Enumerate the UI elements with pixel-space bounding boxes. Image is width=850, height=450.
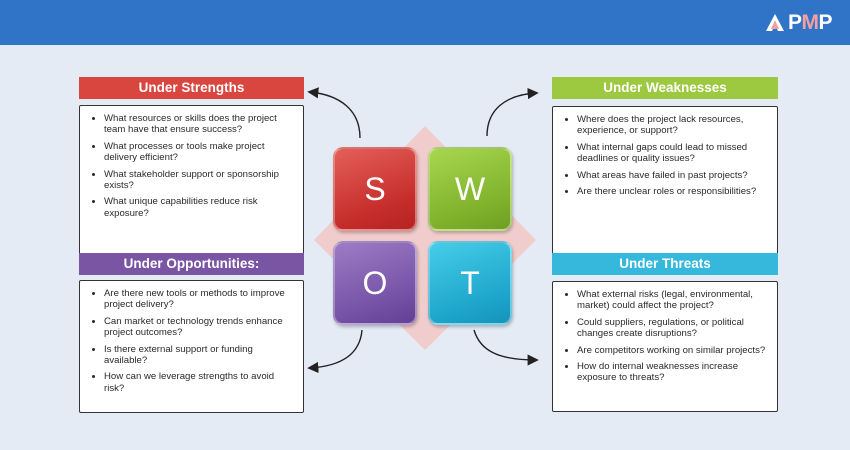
- top-banner: PMP: [0, 0, 850, 45]
- weaknesses-section: Under Weaknesses Where does the project …: [552, 77, 778, 265]
- logo-text: PMP: [787, 11, 833, 34]
- strengths-box: What resources or skills does the projec…: [79, 105, 304, 266]
- opportunities-box: Are there new tools or methods to improv…: [79, 280, 304, 413]
- threats-section: Under Threats What external risks (legal…: [552, 253, 778, 412]
- opportunities-list: Are there new tools or methods to improv…: [90, 288, 295, 394]
- opportunities-item: Can market or technology trends enhance …: [104, 316, 295, 339]
- weaknesses-list: Where does the project lack resources, e…: [563, 114, 769, 197]
- logo-mark-icon: [765, 14, 784, 31]
- opportunities-header: Under Opportunities:: [79, 253, 304, 275]
- swot-tile-w: W: [428, 147, 512, 231]
- strengths-item: What resources or skills does the projec…: [104, 113, 295, 136]
- strengths-list: What resources or skills does the projec…: [90, 113, 295, 219]
- opportunities-item: Is there external support or funding ava…: [104, 344, 295, 367]
- arrow-to-opportunities: [307, 329, 363, 374]
- arrow-to-strengths: [307, 87, 361, 139]
- threats-list: What external risks (legal, environmenta…: [563, 289, 769, 384]
- swot-tile-o: O: [333, 241, 417, 325]
- threats-item: How do internal weaknesses increase expo…: [577, 361, 769, 384]
- weaknesses-header: Under Weaknesses: [552, 77, 778, 99]
- weaknesses-item: Are there unclear roles or responsibilit…: [577, 186, 769, 197]
- brand-logo: PMP: [765, 11, 832, 35]
- weaknesses-item: What internal gaps could lead to missed …: [577, 142, 769, 165]
- threats-header: Under Threats: [552, 253, 778, 275]
- strengths-item: What unique capabilities reduce risk exp…: [104, 196, 295, 219]
- opportunities-item: Are there new tools or methods to improv…: [104, 288, 295, 311]
- swot-tile-t: T: [428, 241, 512, 325]
- weaknesses-item: Where does the project lack resources, e…: [577, 114, 769, 137]
- strengths-header: Under Strengths: [79, 77, 304, 99]
- opportunities-item: How can we leverage strengths to avoid r…: [104, 371, 295, 394]
- opportunities-section: Under Opportunities: Are there new tools…: [79, 253, 304, 413]
- swot-tile-s: S: [333, 147, 417, 231]
- threats-item: Are competitors working on similar proje…: [577, 345, 769, 356]
- weaknesses-item: What areas have failed in past projects?: [577, 170, 769, 181]
- strengths-section: Under Strengths What resources or skills…: [79, 77, 304, 266]
- weaknesses-box: Where does the project lack resources, e…: [552, 106, 778, 265]
- strengths-item: What processes or tools make project del…: [104, 141, 295, 164]
- arrow-to-threats: [473, 329, 539, 366]
- strengths-item: What stakeholder support or sponsorship …: [104, 169, 295, 192]
- arrow-to-weaknesses: [486, 87, 539, 137]
- threats-item: Could suppliers, regulations, or politic…: [577, 317, 769, 340]
- threats-item: What external risks (legal, environmenta…: [577, 289, 769, 312]
- threats-box: What external risks (legal, environmenta…: [552, 281, 778, 412]
